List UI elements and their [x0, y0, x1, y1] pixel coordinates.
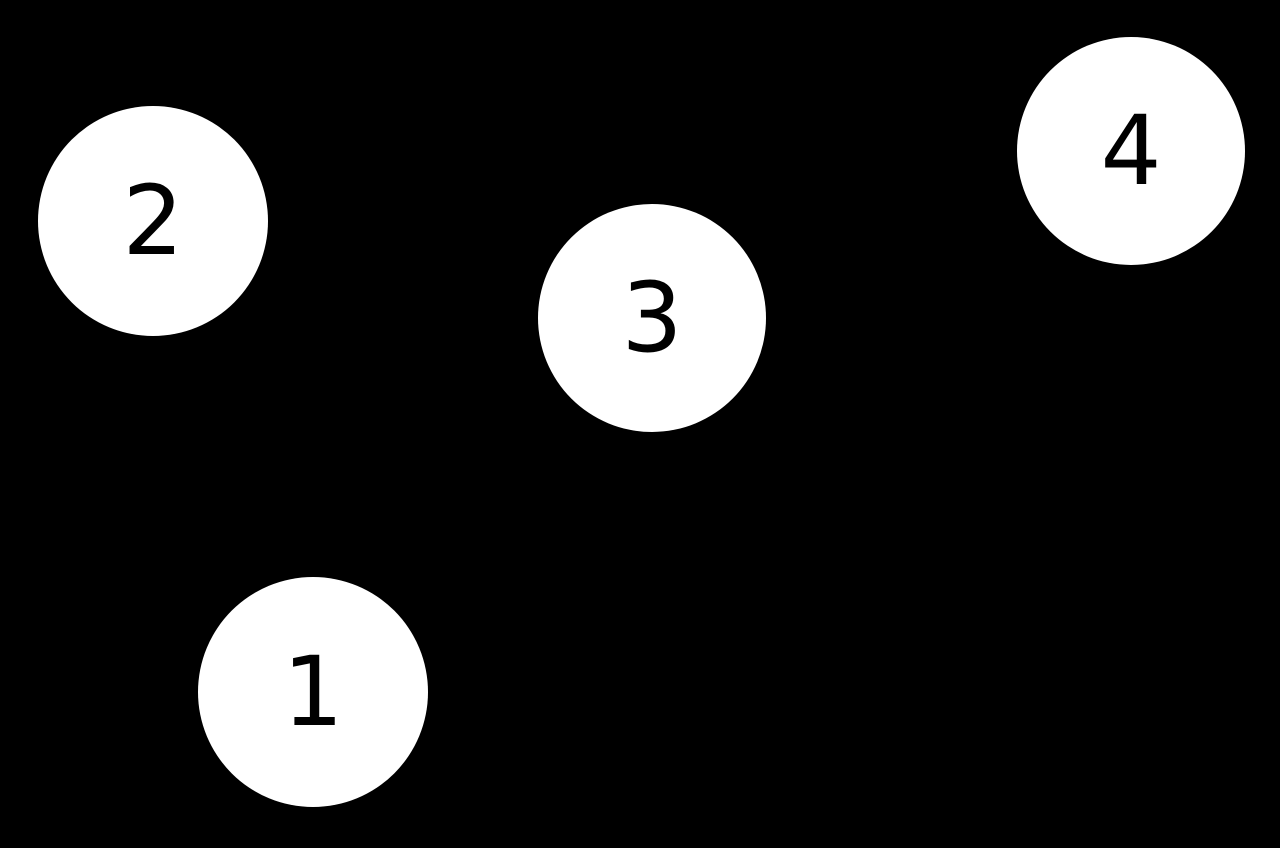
node-label: 4 — [1100, 95, 1162, 207]
node-label: 1 — [282, 636, 344, 748]
node-label: 3 — [621, 262, 683, 374]
graph-node-2: 2 — [38, 106, 268, 336]
graph-node-1: 1 — [198, 577, 428, 807]
node-label: 2 — [122, 165, 184, 277]
graph-node-3: 3 — [538, 204, 766, 432]
graph-node-4: 4 — [1017, 37, 1245, 265]
